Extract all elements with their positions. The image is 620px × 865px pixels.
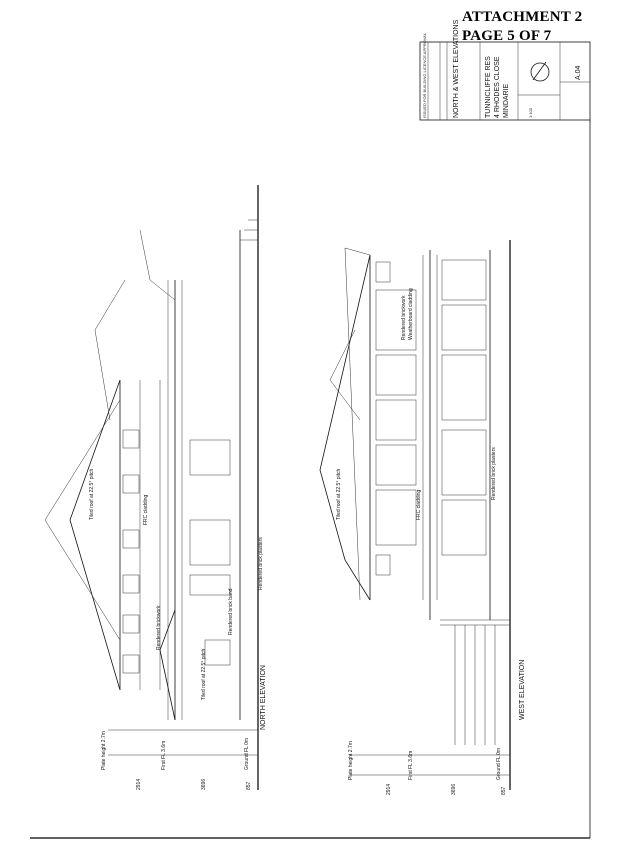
west-elevation: WEST ELEVATION Plate height 2.7m First F… (319, 240, 526, 795)
drawing-title: NORTH & WEST ELEVATIONS (453, 19, 460, 118)
attachment-header: ATTACHMENT 2 PAGE 5 OF 7 (462, 8, 582, 46)
north-elevation: NORTH ELEVATION Plate height 2.7m First … (44, 185, 267, 790)
scale-label: 1:100 (528, 107, 533, 118)
north-roof-pitch-2: Tiled roof at 22.5° pitch (201, 648, 207, 700)
west-note-1: Rendered brickwork (401, 295, 407, 340)
west-dim-1: 2914 (386, 784, 392, 795)
north-floor-level: First FL 3.6m (161, 741, 167, 770)
west-floor-level: First FL 3.6m (408, 751, 414, 780)
page-label: PAGE 5 OF 7 (462, 28, 552, 44)
west-dim-2: 3696 (451, 784, 457, 795)
attachment-label: ATTACHMENT 2 (462, 9, 583, 25)
north-elevation-title: NORTH ELEVATION (260, 665, 267, 730)
west-elevation-title: WEST ELEVATION (519, 660, 526, 720)
project-line-1: TUNNICLIFFE RES (485, 56, 492, 118)
north-plate-height: Plate height 2.7m (101, 731, 107, 770)
west-plate-height: Plate height 2.7m (348, 741, 354, 780)
north-note-4: Rendered brick plasters (258, 537, 264, 590)
north-dim-3: 857 (246, 781, 252, 790)
project-line-3: MINDARIE (503, 83, 510, 118)
north-note-3: FRC cladding (143, 494, 149, 525)
north-note-2: Rendered brick band (228, 588, 234, 635)
west-ground-level: Ground FL 0m (496, 748, 502, 780)
north-dim-1: 2914 (136, 779, 142, 790)
west-dim-3: 857 (501, 786, 507, 795)
west-note-3: FRC cladding (416, 489, 422, 520)
north-ground-level: Ground FL 0m (244, 738, 250, 770)
title-block: ISSUED FOR BUILDING LICENCE APPROVAL NOR… (419, 19, 591, 121)
west-roof-pitch: Tiled roof at 22.5° pitch (336, 468, 342, 520)
north-dim-2: 3696 (201, 779, 207, 790)
north-note-1: Rendered brickwork (156, 605, 162, 650)
west-note-4: Rendered brick plasters (491, 447, 497, 500)
north-roof-pitch-1: Tiled roof at 22.5° pitch (89, 468, 95, 520)
project-line-2: 4 RHODES CLOSE (494, 56, 501, 118)
issue-note: ISSUED FOR BUILDING LICENCE APPROVAL (422, 32, 427, 118)
west-note-2: Weatherboard cladding (408, 288, 414, 340)
drawing-number: A.04 (575, 65, 582, 80)
north-arrow-icon (530, 61, 550, 82)
